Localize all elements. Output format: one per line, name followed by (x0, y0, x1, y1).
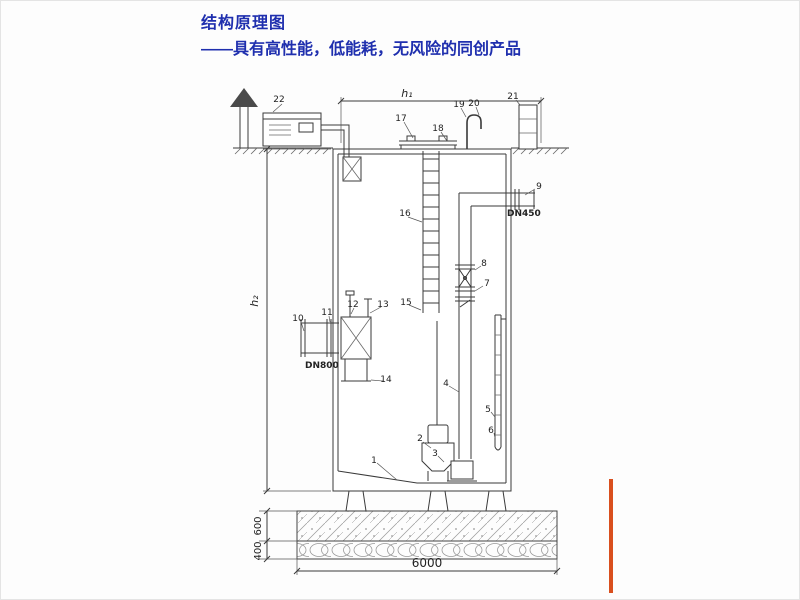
page-title: 结构原理图 (201, 15, 287, 32)
callout-16: 16 (399, 209, 411, 219)
dim-base-width: 6000 (293, 543, 561, 575)
dim-h1: h₁ (337, 87, 545, 143)
callout-11: 11 (321, 308, 332, 318)
callout-18: 18 (432, 124, 444, 134)
outlet-pipe-label: DN450 (507, 209, 541, 219)
dim-gravel: 400 (253, 541, 297, 563)
riser-valve (455, 264, 475, 308)
pipe-labels: DN450 DN800 (305, 209, 541, 371)
top-hatch (399, 135, 457, 149)
dim-gravel-label: 400 (253, 541, 264, 560)
callout-1: 1 (371, 456, 377, 466)
callout-labels: 1 2 3 4 5 6 7 8 9 10 11 12 13 14 15 16 1… (273, 92, 542, 466)
callout-19: 19 (453, 100, 465, 110)
tank-floor (337, 470, 506, 484)
callout-12: 12 (347, 300, 358, 310)
ladder (422, 151, 440, 313)
tank-supports (345, 490, 507, 512)
callout-2: 2 (417, 434, 423, 444)
callout-10: 10 (292, 314, 304, 324)
cable-conduit (321, 124, 350, 157)
outlet-pipe (458, 189, 535, 459)
inlet-pipe-label: DN800 (305, 361, 339, 371)
callout-15: 15 (400, 298, 411, 308)
control-cabinet (262, 112, 322, 147)
callout-13: 13 (377, 300, 388, 310)
dim-h1-label: h₁ (401, 87, 412, 100)
callout-9: 9 (536, 182, 542, 192)
dim-h2-label: h₂ (248, 295, 261, 307)
page-subtitle: ——具有高性能，低能耗，无风险的同创产品 (201, 41, 522, 58)
vent-pipe (230, 88, 258, 148)
callout-6: 6 (488, 426, 494, 436)
dim-slab-label: 600 (253, 516, 264, 535)
callout-22: 22 (273, 95, 284, 105)
submersible-pump (421, 424, 474, 481)
goose-neck-vent (466, 114, 482, 149)
dim-base-width-label: 6000 (412, 556, 443, 570)
guard-post (518, 104, 538, 150)
foundation-slab (296, 510, 558, 542)
accent-line (609, 479, 613, 593)
callout-14: 14 (380, 375, 392, 385)
level-sensor-tube (494, 314, 506, 451)
dim-slab: 600 (253, 507, 297, 545)
junction-box (342, 156, 362, 182)
callout-4: 4 (443, 379, 449, 389)
leader-lines (272, 99, 536, 481)
callout-8: 8 (481, 259, 487, 269)
callout-21: 21 (507, 92, 518, 102)
callout-5: 5 (485, 405, 491, 415)
penstock-valve (340, 290, 372, 382)
callout-17: 17 (395, 114, 406, 124)
callout-3: 3 (432, 449, 438, 459)
vent-cap-icon (230, 88, 258, 107)
callout-20: 20 (468, 99, 480, 109)
dim-h2: h₂ (248, 145, 331, 495)
inlet-pipe (300, 319, 339, 357)
callout-7: 7 (484, 279, 490, 289)
